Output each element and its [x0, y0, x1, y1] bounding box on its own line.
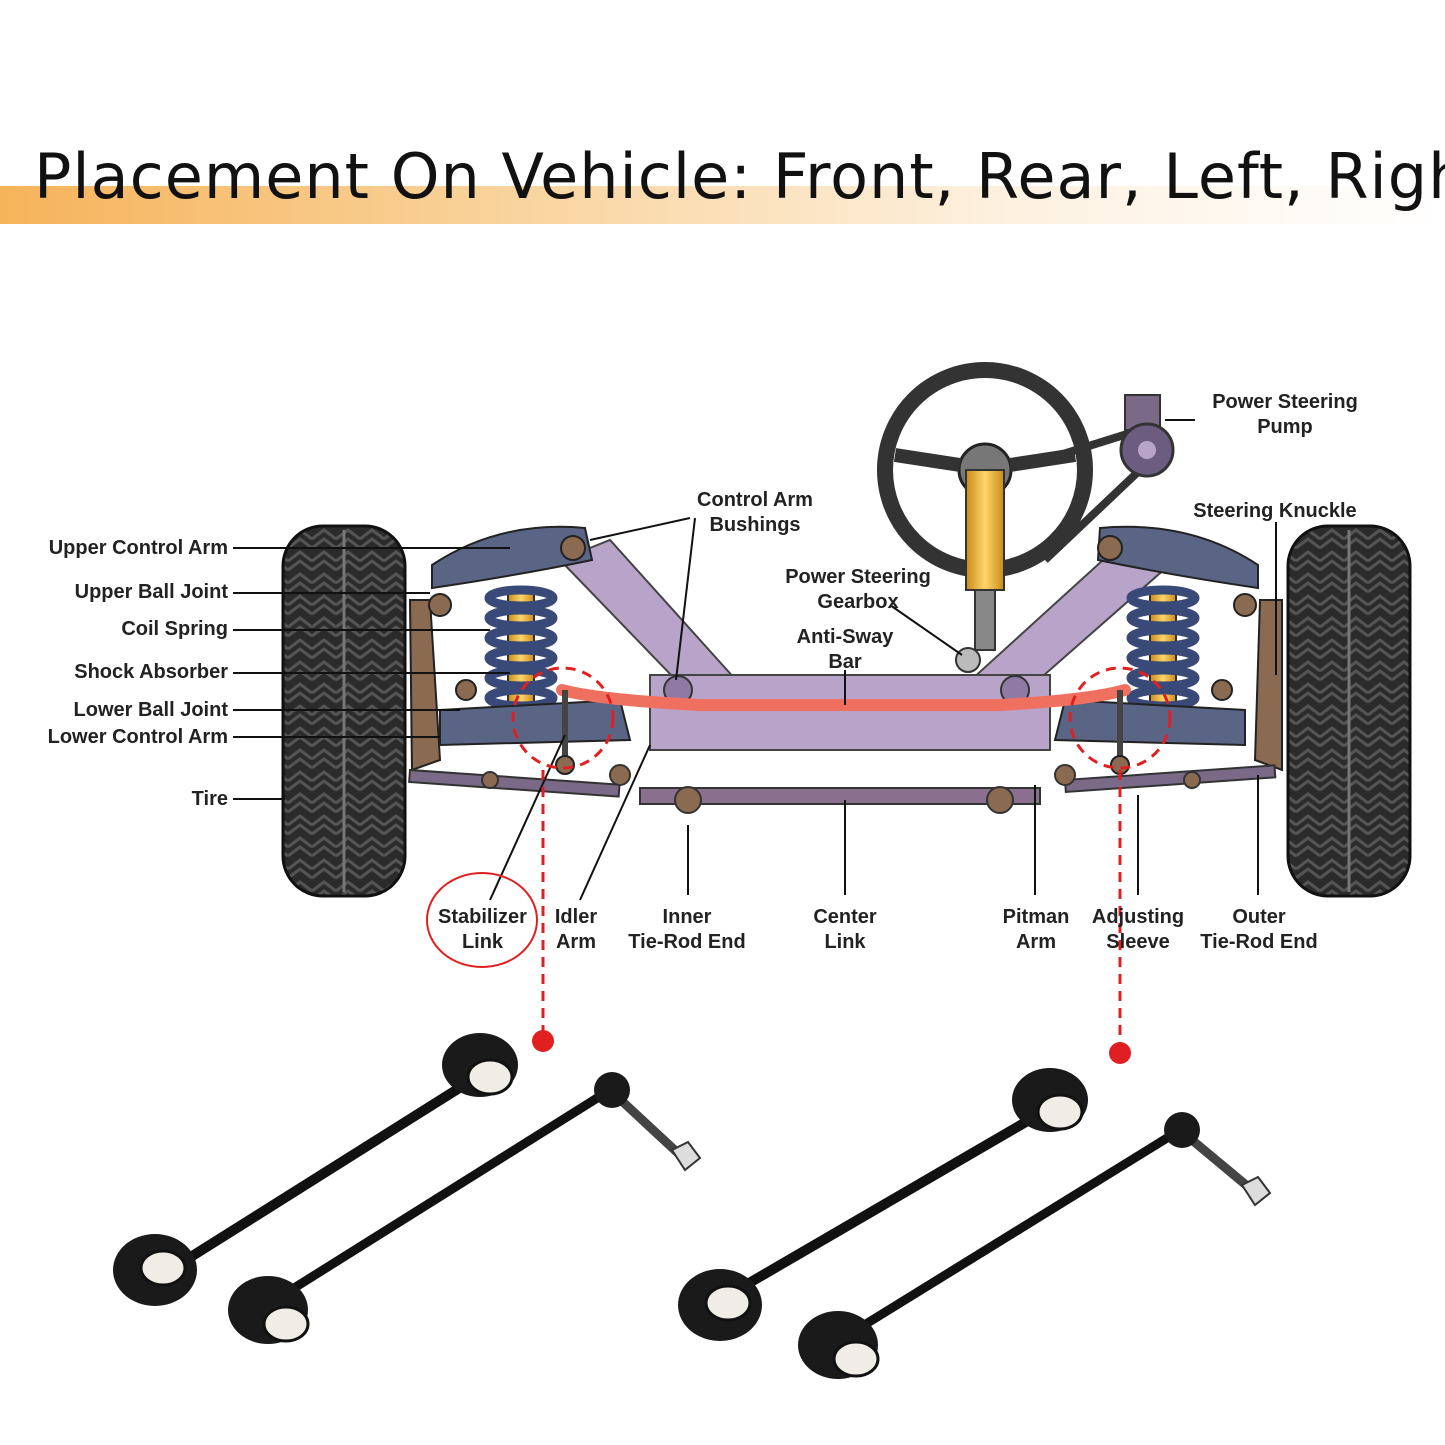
- stabilizer-link-label-ring: [426, 872, 538, 968]
- label-lower-control-arm: Lower Control Arm: [47, 726, 228, 748]
- title-banner: [0, 186, 1445, 224]
- anti-sway-bar: [556, 684, 1131, 711]
- label-center-link: Center Link: [813, 906, 877, 953]
- label-power-steering-pump: Power Steering Pump: [1212, 391, 1358, 438]
- tire-right: [1286, 524, 1412, 898]
- label-tire: Tire: [191, 788, 228, 810]
- label-outer-tie-rod-end: Outer Tie-Rod End: [1200, 906, 1318, 953]
- stabilizer-link-part-icon: [113, 1033, 1272, 1379]
- label-steering-knuckle: Steering Knuckle: [1193, 500, 1357, 522]
- steering-knuckle-right: [1253, 599, 1283, 772]
- label-power-steering-gearbox: Power Steering Gearbox: [785, 566, 931, 613]
- label-lower-ball-joint: Lower Ball Joint: [73, 699, 228, 721]
- upper-control-arm-left: [431, 525, 594, 590]
- label-coil-spring: Coil Spring: [121, 618, 228, 640]
- lower-control-arm-right: [1053, 698, 1246, 747]
- steering-linkage: [408, 764, 1277, 814]
- label-upper-ball-joint: Upper Ball Joint: [74, 581, 228, 603]
- power-steering-pump-icon: [1042, 394, 1175, 563]
- label-pitman-arm: Pitman Arm: [1002, 906, 1070, 953]
- coil-spring-left: [484, 585, 558, 711]
- label-control-arm-bushings: Control Arm Bushings: [697, 489, 813, 536]
- steering-wheel-icon: [877, 362, 1093, 673]
- label-stabilizer-link: Stabilizer Link: [438, 906, 527, 953]
- label-upper-control-arm: Upper Control Arm: [48, 537, 228, 559]
- steering-knuckle-left: [408, 599, 442, 772]
- label-anti-sway-bar: Anti-Sway Bar: [796, 626, 894, 673]
- lower-control-arm-left: [439, 698, 632, 747]
- page-title: Placement On Vehicle: Front, Rear, Left,…: [34, 140, 1445, 213]
- label-shock-absorber: Shock Absorber: [74, 661, 228, 683]
- label-idler-arm: Idler Arm: [554, 906, 598, 953]
- stabilizer-link-highlight: [511, 666, 1172, 1050]
- label-adjusting-sleeve: Adjusting Sleeve: [1091, 906, 1185, 953]
- coil-spring-right: [1126, 585, 1200, 711]
- label-inner-tie-rod-end: Inner Tie-Rod End: [628, 906, 746, 953]
- upper-control-arm-right: [1096, 525, 1259, 590]
